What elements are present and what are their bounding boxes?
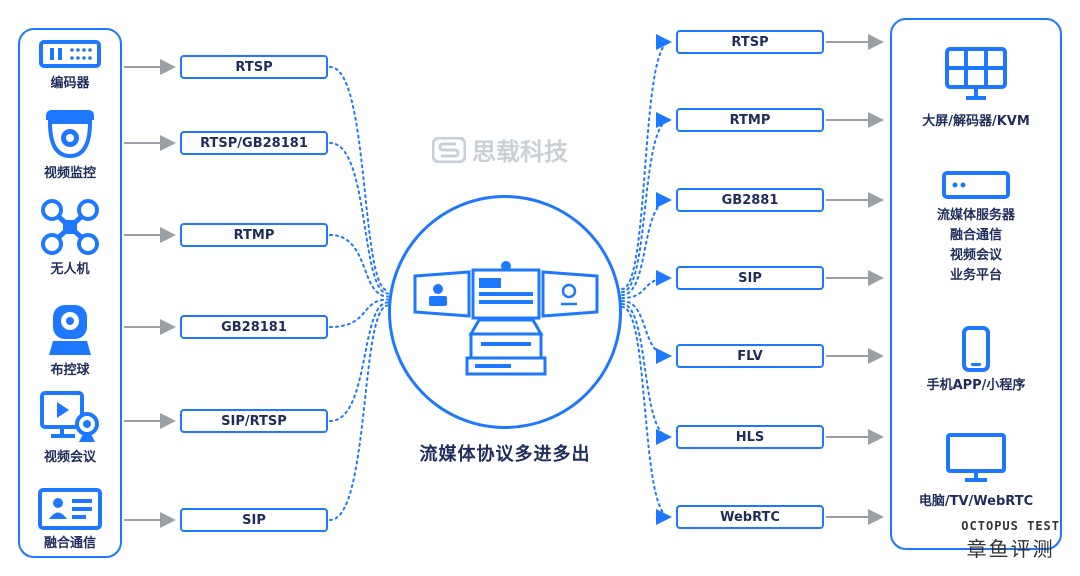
- destination-video-wall: 大屏/解码器/KVM: [886, 46, 1066, 132]
- source-surveillance: 视频监控: [20, 108, 120, 181]
- destination-label: 融合通信: [949, 228, 1002, 243]
- source-label: 视频监控: [43, 166, 96, 181]
- input-protocol-sip-rtsp: SIP/RTSP: [180, 409, 328, 433]
- output-link: [621, 300, 672, 364]
- output-protocol-rtmp: RTMP: [676, 108, 824, 132]
- input-link: [329, 66, 389, 292]
- source-label: 无人机: [50, 262, 90, 277]
- destination-mobile: 手机APP/小程序: [886, 326, 1066, 396]
- watermark-bottom: 章鱼评测: [966, 537, 1055, 561]
- source-label: 视频会议: [43, 450, 96, 465]
- output-protocol-gb2881: GB2881: [676, 188, 824, 212]
- brand-logo: 思载科技: [432, 132, 568, 167]
- video-wall-icon: [945, 47, 1007, 100]
- destination-label: 电脑/TV/WebRTC: [918, 494, 1034, 509]
- watermark-top: OCTOPUS TEST: [961, 519, 1060, 533]
- source-label: 融合通信: [43, 536, 96, 551]
- destination-label: 手机APP/小程序: [926, 378, 1026, 393]
- output-protocol-hls: HLS: [676, 425, 824, 449]
- source-label: 布控球: [50, 363, 90, 378]
- destination-label: 业务平台: [949, 268, 1002, 283]
- output-link: [621, 112, 672, 293]
- input-link: [329, 298, 389, 328]
- input-link: [329, 301, 389, 422]
- output-protocol-sip: SIP: [676, 266, 824, 290]
- output-link: [621, 270, 672, 299]
- source-video-conference: 视频会议: [20, 390, 120, 465]
- diagram-caption: 流媒体协议多进多出: [419, 444, 591, 465]
- input-protocol-sip: SIP: [180, 508, 328, 532]
- brand-name: 思载科技: [472, 138, 568, 166]
- media-gateway-hub: [388, 195, 622, 429]
- input-link: [329, 234, 389, 298]
- video-conference-icon: [40, 391, 99, 442]
- output-link: [621, 306, 672, 525]
- source-converged-comm: 融合通信: [20, 488, 120, 551]
- destination-panel: [890, 18, 1062, 550]
- output-protocol-rtsp: RTSP: [676, 30, 824, 54]
- source-label: 编码器: [50, 76, 90, 91]
- monitor-icon: [946, 433, 1006, 482]
- smartphone-icon: [962, 326, 990, 372]
- input-protocol-rtmp: RTMP: [180, 223, 328, 247]
- drone-icon: [41, 199, 99, 255]
- watermark: OCTOPUS TEST 章鱼评测: [961, 519, 1060, 562]
- source-drone: 无人机: [20, 198, 120, 277]
- dome-camera-icon: [46, 110, 94, 159]
- destination-pc-tv: 电脑/TV/WebRTC: [886, 432, 1066, 512]
- ptz-camera-icon: [49, 305, 91, 355]
- command-console-icon: [413, 261, 599, 376]
- destination-label: 视频会议: [949, 248, 1002, 263]
- destination-label: 流媒体服务器: [936, 208, 1015, 223]
- output-protocol-webrtc: WebRTC: [676, 505, 824, 529]
- destination-label: 大屏/解码器/KVM: [922, 114, 1030, 129]
- output-link: [621, 34, 672, 290]
- input-protocol-gb28181: GB28181: [180, 315, 328, 339]
- encoder-icon: [39, 40, 101, 68]
- brand-s-icon: [432, 136, 466, 163]
- input-link: [329, 304, 389, 521]
- source-encoder: 编码器: [20, 38, 120, 91]
- output-link: [621, 303, 672, 445]
- output-protocol-flv: FLV: [676, 344, 824, 368]
- input-protocol-rtsp-gb28181: RTSP/GB28181: [180, 131, 328, 155]
- input-protocol-rtsp: RTSP: [180, 55, 328, 79]
- destination-servers: 流媒体服务器 融合通信 视频会议 业务平台: [886, 170, 1066, 286]
- source-ptz-ball: 布控球: [20, 303, 120, 378]
- id-card-icon: [38, 488, 102, 530]
- output-link: [621, 192, 672, 296]
- server-icon: [942, 171, 1010, 199]
- input-link: [329, 142, 389, 295]
